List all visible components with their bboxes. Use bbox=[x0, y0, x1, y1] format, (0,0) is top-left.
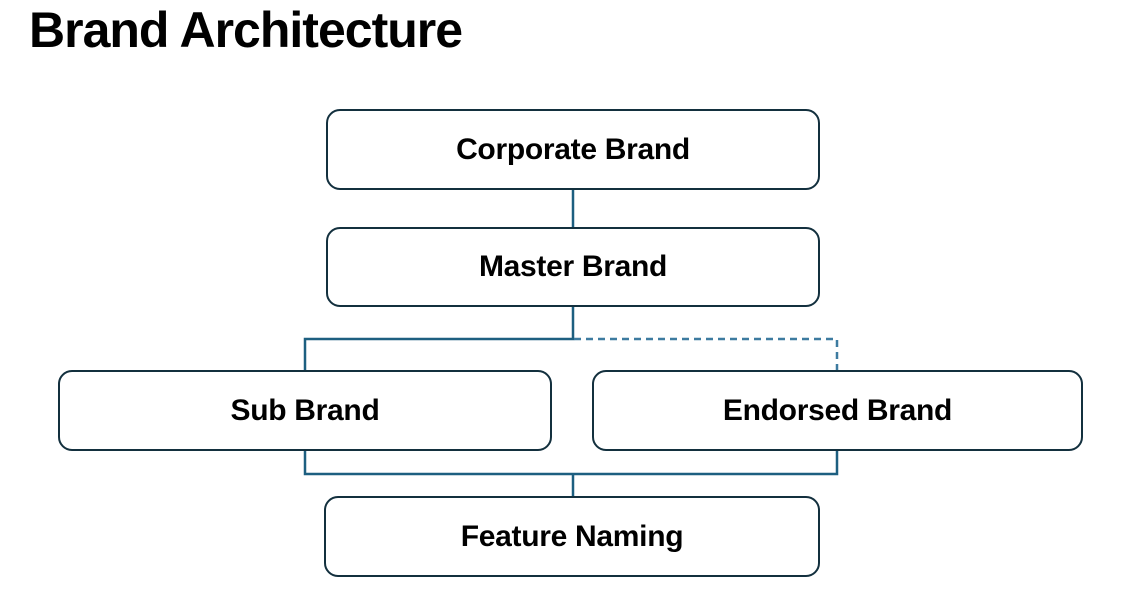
edge-master-to-endorsed-dashed bbox=[574, 337, 839, 371]
node-corporate-brand: Corporate Brand bbox=[326, 109, 820, 190]
node-endorsed-brand-label: Endorsed Brand bbox=[722, 393, 953, 427]
node-sub-brand-label: Sub Brand bbox=[230, 393, 380, 427]
node-master-brand-label: Master Brand bbox=[478, 250, 668, 283]
node-master-brand: Master Brand bbox=[326, 227, 820, 307]
node-feature-naming-label: Feature Naming bbox=[460, 519, 684, 553]
node-corporate-brand-label: Corporate Brand bbox=[456, 132, 690, 166]
node-endorsed-brand: Endorsed Brand bbox=[592, 370, 1083, 451]
edge-master-to-sub bbox=[303, 307, 575, 371]
page-title: Brand Architecture bbox=[29, 2, 463, 58]
edge-sub-endorsed-merge bbox=[303, 450, 839, 476]
node-sub-brand: Sub Brand bbox=[58, 370, 552, 451]
node-feature-naming: Feature Naming bbox=[324, 496, 820, 577]
